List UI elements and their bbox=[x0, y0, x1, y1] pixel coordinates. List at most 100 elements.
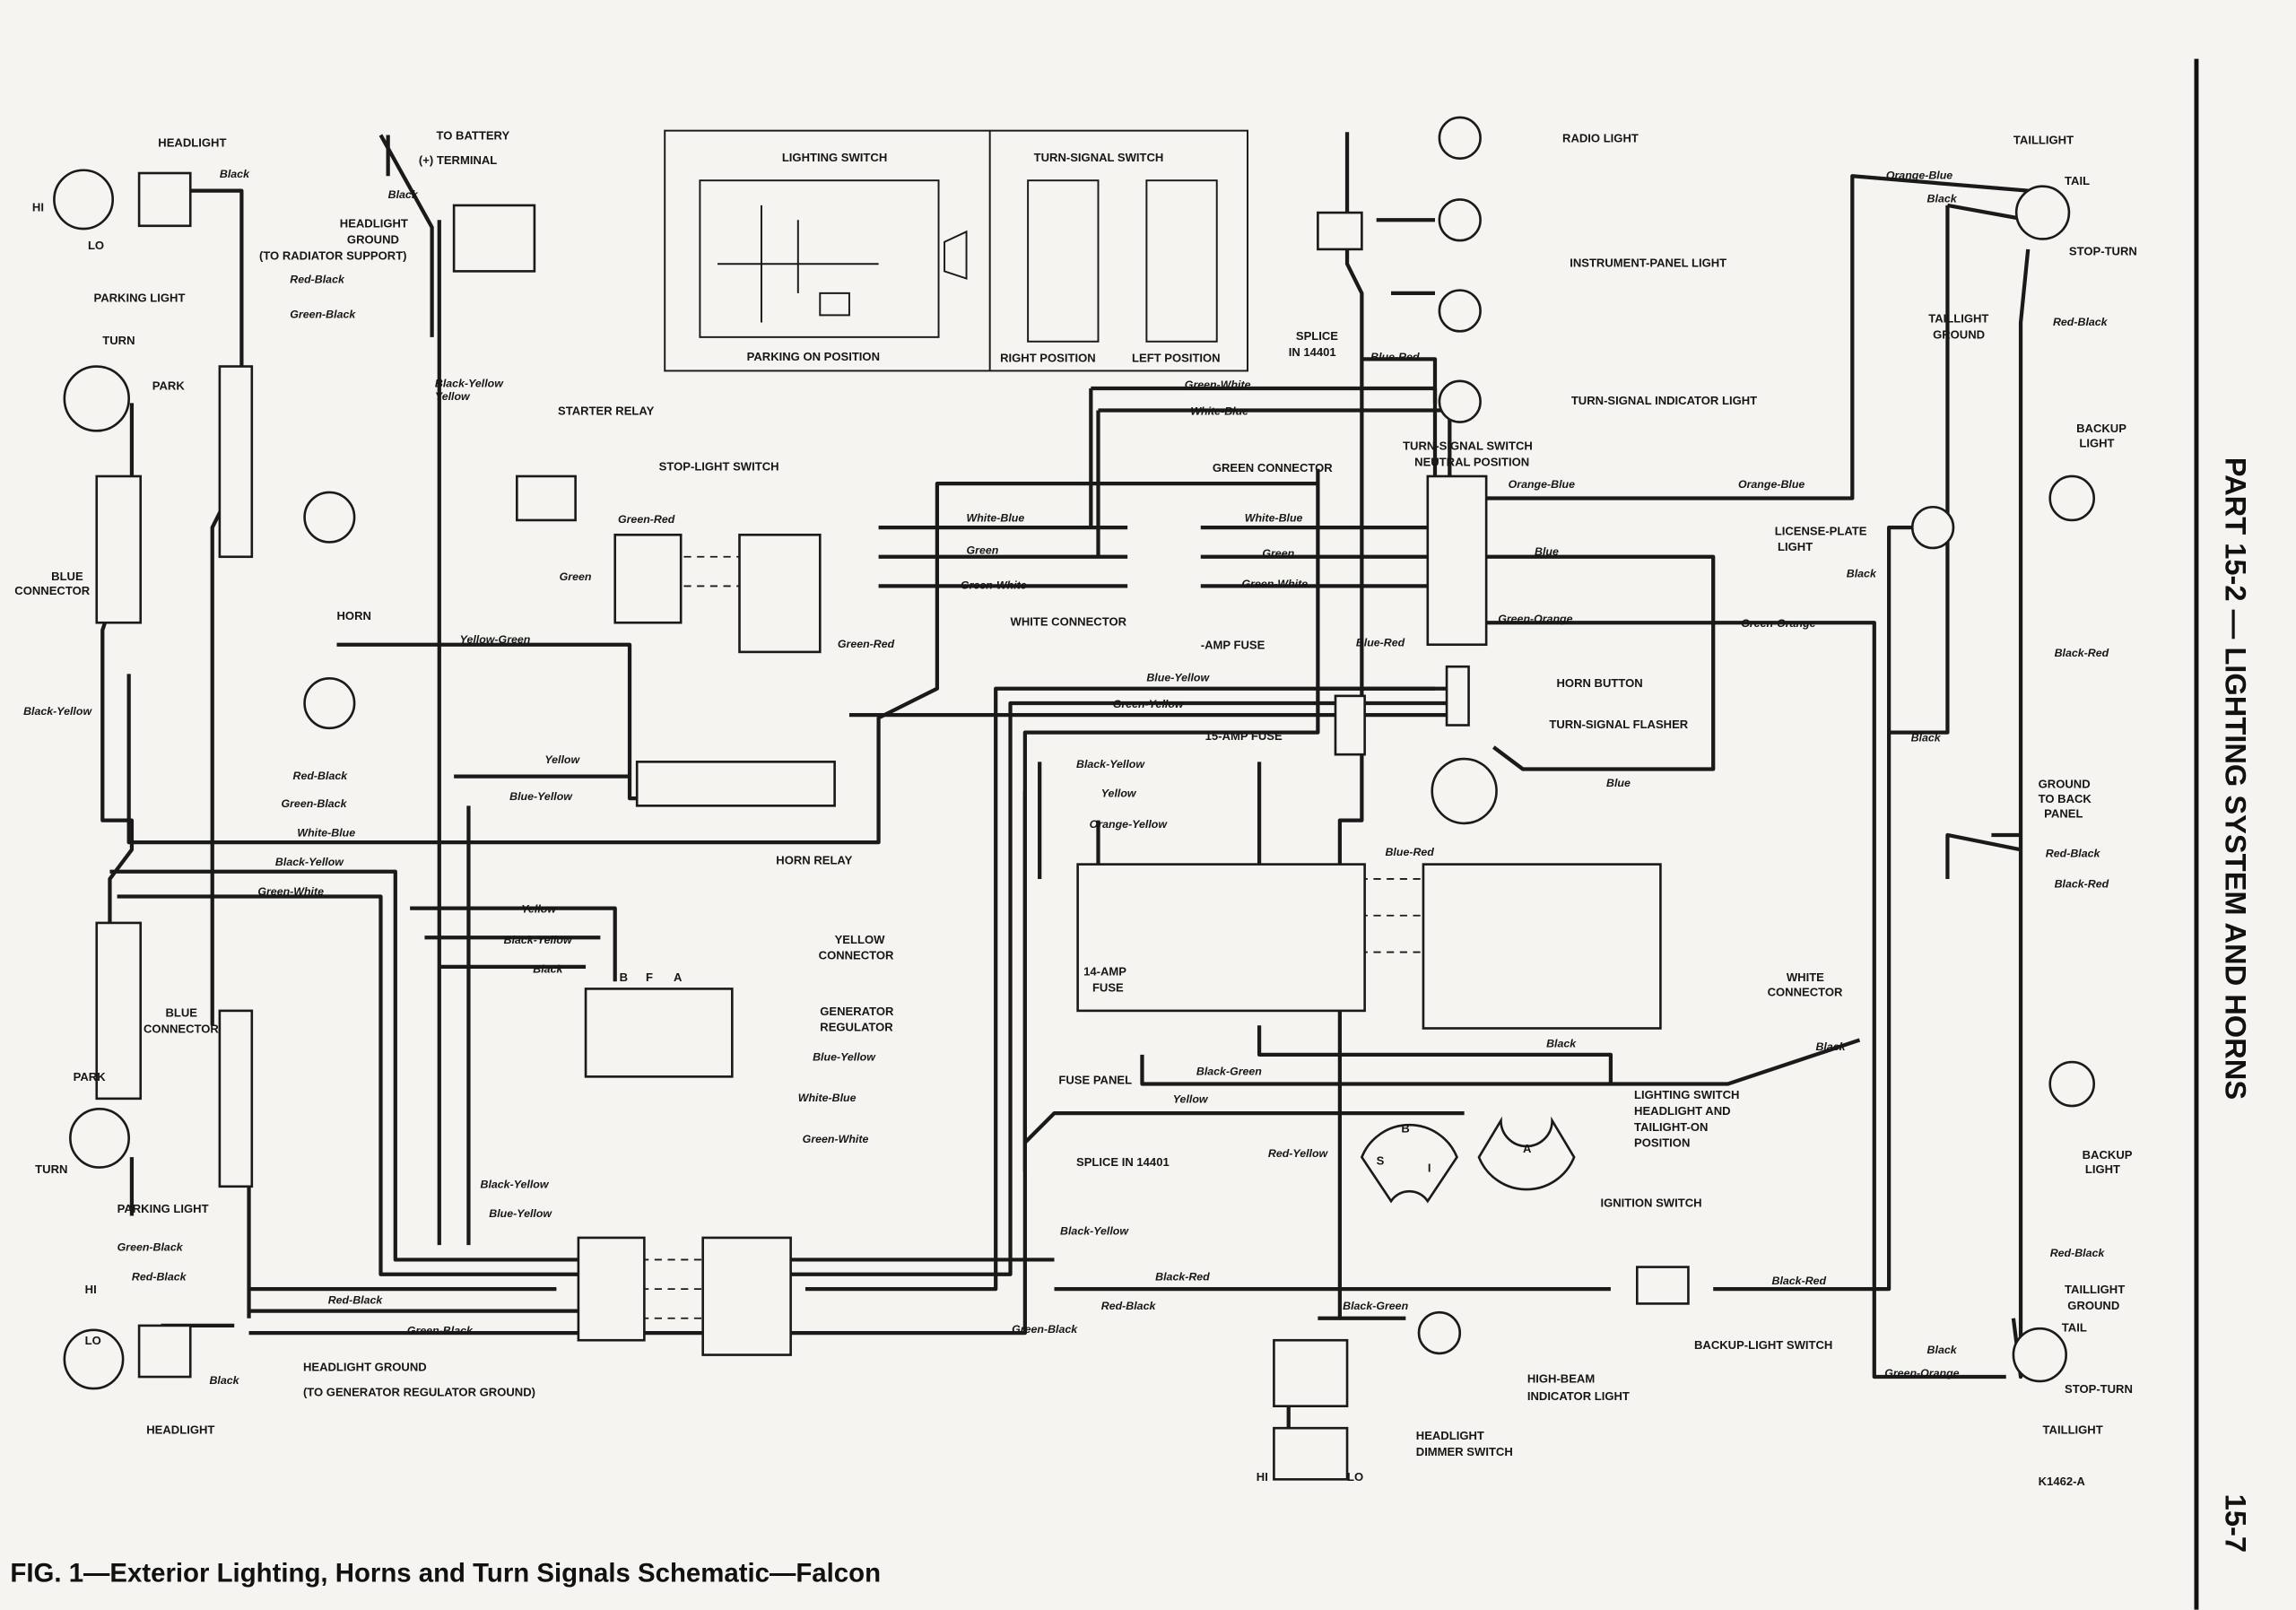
wire-label: Red-Black bbox=[2053, 316, 2109, 328]
wire-label: Green bbox=[1262, 547, 1294, 560]
label: HI bbox=[85, 1283, 97, 1296]
label: HEADLIGHT AND bbox=[1634, 1104, 1731, 1118]
wire-label: Black-Yellow bbox=[435, 377, 504, 389]
wire-label: Green-White bbox=[961, 579, 1027, 592]
blue-connector-top bbox=[95, 474, 143, 624]
label: GROUND bbox=[347, 232, 399, 246]
wire-label: Black bbox=[1927, 1344, 1958, 1356]
label: 14-AMP bbox=[1083, 965, 1126, 979]
wire-label: Blue-Red bbox=[1356, 636, 1405, 648]
wire-label: Blue bbox=[1606, 777, 1631, 789]
label: A bbox=[674, 970, 683, 984]
wire-label: Red-Black bbox=[2050, 1247, 2106, 1259]
wire-label: Black-Green bbox=[1343, 1300, 1408, 1312]
label: WHITE bbox=[1787, 970, 1824, 984]
parking-light-top-icon bbox=[63, 365, 130, 432]
blue-connector-bottom bbox=[95, 921, 143, 1101]
label: HI bbox=[32, 200, 44, 213]
wire-label: Green-White bbox=[257, 885, 324, 898]
wire-label: Black-Yellow bbox=[1060, 1225, 1129, 1238]
wire-label: Black bbox=[1927, 193, 1958, 205]
figure-caption: FIG. 1—Exterior Lighting, Horns and Turn… bbox=[10, 1559, 881, 1588]
label: HI bbox=[1257, 1470, 1268, 1484]
label: FUSE PANEL bbox=[1058, 1074, 1132, 1087]
wire-label: White-Blue bbox=[297, 827, 355, 840]
label: LIGHT bbox=[1778, 540, 1813, 553]
horn-button-icon bbox=[1445, 665, 1470, 727]
label: LIGHT bbox=[2079, 436, 2114, 449]
wire-label: Black-Red bbox=[2055, 878, 2109, 891]
switch-inset bbox=[664, 129, 1248, 372]
label: PARK bbox=[152, 379, 186, 393]
label: STARTER RELAY bbox=[558, 404, 655, 417]
wire-label: Black bbox=[220, 168, 250, 180]
wire-label: White-Blue bbox=[1190, 405, 1248, 417]
label: TURN bbox=[35, 1162, 67, 1176]
horn-lower-icon bbox=[303, 676, 356, 730]
turn-signal-indicator-icon bbox=[1438, 379, 1482, 423]
label: PANEL bbox=[2044, 806, 2083, 820]
wire-label: Orange-Blue bbox=[1509, 478, 1575, 491]
parking-light-bottom-icon bbox=[69, 1107, 130, 1169]
label: BLUE bbox=[165, 1005, 197, 1019]
license-plate-light-icon bbox=[1910, 505, 1955, 550]
taillight-bottom-icon bbox=[2012, 1327, 2067, 1383]
wire-harness bbox=[100, 132, 2031, 1466]
label: HORN RELAY bbox=[776, 854, 852, 867]
wire-label: Black bbox=[209, 1374, 239, 1387]
wire-label: Black-Yellow bbox=[1076, 758, 1145, 770]
label: HEADLIGHT bbox=[1416, 1429, 1484, 1442]
label: LO bbox=[88, 239, 104, 252]
wire-label: Green-Black bbox=[117, 1241, 184, 1254]
dimmer-switch-icon bbox=[1273, 1338, 1349, 1408]
wire-label: Yellow-Green bbox=[460, 633, 531, 646]
radio-light-icon bbox=[1438, 116, 1482, 160]
label: STOP-LIGHT SWITCH bbox=[659, 459, 779, 473]
label: PARKING LIGHT bbox=[93, 292, 185, 305]
label: TAILLIGHT bbox=[1928, 312, 1988, 326]
wire-label: Green-Black bbox=[290, 309, 356, 321]
components bbox=[53, 116, 2095, 1481]
wire-label: Black-Red bbox=[1155, 1270, 1210, 1283]
backup-light-top-icon bbox=[2048, 474, 2095, 522]
label: TO BACK bbox=[2039, 792, 2092, 805]
label: RADIO LIGHT bbox=[1562, 132, 1639, 145]
wire-label: Green-White bbox=[803, 1133, 869, 1145]
label: F bbox=[646, 970, 653, 984]
wire-label: Green-Black bbox=[281, 797, 347, 810]
label: BLUE bbox=[51, 570, 83, 583]
label: HORN BUTTON bbox=[1557, 676, 1643, 690]
label: GROUND bbox=[2067, 1299, 2119, 1312]
wire-label: Black-Yellow bbox=[504, 934, 573, 946]
label: (TO RADIATOR SUPPORT) bbox=[259, 248, 407, 262]
wire-label: Black bbox=[1546, 1038, 1577, 1050]
label: BACKUP bbox=[2083, 1148, 2133, 1162]
label: CONNECTOR bbox=[1768, 986, 1843, 999]
wire-label: Green-Orange bbox=[1884, 1367, 1959, 1379]
label: B bbox=[620, 970, 628, 984]
wire-label: Green bbox=[560, 570, 592, 583]
wire-label: Red-Black bbox=[132, 1270, 187, 1283]
label: TO BATTERY bbox=[437, 128, 510, 142]
label: PARKING ON POSITION bbox=[747, 350, 880, 363]
wire-label: Blue-Yellow bbox=[489, 1207, 552, 1220]
wire-label: Red-Yellow bbox=[1268, 1147, 1329, 1160]
label: RIGHT POSITION bbox=[1000, 352, 1096, 365]
horn-upper-icon bbox=[303, 491, 356, 544]
wire-label: Green-Orange bbox=[1498, 613, 1572, 625]
backup-light-bottom-icon bbox=[2048, 1060, 2095, 1108]
headlight-bottom-icon bbox=[63, 1328, 125, 1390]
wire-label: Black-Green bbox=[1196, 1066, 1262, 1078]
headlight-top-icon bbox=[53, 169, 115, 231]
label: TURN-SIGNAL FLASHER bbox=[1549, 718, 1688, 731]
label: BACKUP bbox=[2076, 422, 2126, 435]
label: TURN-SIGNAL INDICATOR LIGHT bbox=[1571, 394, 1757, 407]
wire-label: Green bbox=[967, 544, 999, 557]
label: TURN bbox=[102, 334, 135, 347]
wire-label: Green-White bbox=[1241, 578, 1308, 590]
wire-label: Yellow bbox=[435, 390, 471, 403]
taillight-top-icon bbox=[2014, 185, 2071, 240]
label: PARKING LIGHT bbox=[117, 1202, 209, 1215]
horn-relay-icon bbox=[635, 761, 836, 807]
